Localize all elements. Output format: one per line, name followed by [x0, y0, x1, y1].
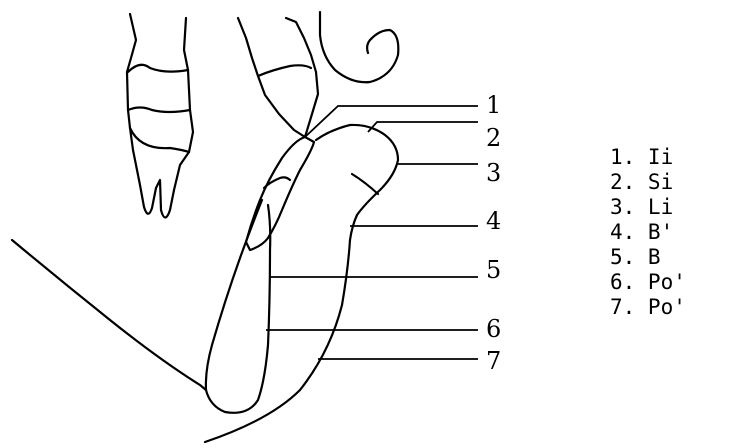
- soft-tissue-lip-line: [352, 174, 378, 194]
- mandible-lower-border: [12, 240, 206, 390]
- lower-incisor-outline: [246, 137, 314, 250]
- legend-item-4: 4. B': [610, 220, 673, 244]
- posterior-tooth: [127, 14, 193, 218]
- callout-4: 4: [486, 207, 501, 235]
- legend-item-3: 3. Li: [610, 195, 673, 219]
- legend-item-5: 5. B: [610, 245, 661, 269]
- upper-incisor: [238, 18, 318, 137]
- callout-1: 1: [486, 91, 501, 119]
- posterior-tooth-outline: [127, 14, 193, 218]
- legend-item-7: 7. Po': [610, 295, 686, 319]
- callout-7: 7: [486, 347, 501, 375]
- legend-item-2: 2. Si: [610, 170, 673, 194]
- lower-incisor: [246, 137, 314, 250]
- leader-lines: [266, 106, 478, 359]
- callout-5: 5: [486, 256, 501, 284]
- upper-incisor-outline: [238, 18, 318, 137]
- posterior-tooth-line-3: [130, 128, 189, 152]
- legend-item-1: 1. Ii: [610, 145, 673, 169]
- leader-line-2: [368, 122, 478, 132]
- upper-tooth-right: [320, 12, 398, 82]
- callout-6: 6: [486, 315, 501, 343]
- upper-incisor-line: [258, 65, 311, 76]
- soft-tissue-profile: [205, 125, 398, 442]
- legend: 1. Ii 2. Si 3. Li 4. B' 5. B 6. Po' 7. P…: [610, 145, 686, 319]
- symphysis-outline: [206, 200, 270, 413]
- posterior-tooth-line-1: [128, 65, 188, 72]
- legend-item-6: 6. Po': [610, 270, 686, 294]
- callout-2: 2: [486, 124, 501, 152]
- callout-numbers: 1 2 3 4 5 6 7: [486, 91, 501, 375]
- posterior-tooth-line-2: [128, 108, 190, 113]
- callout-3: 3: [486, 159, 501, 187]
